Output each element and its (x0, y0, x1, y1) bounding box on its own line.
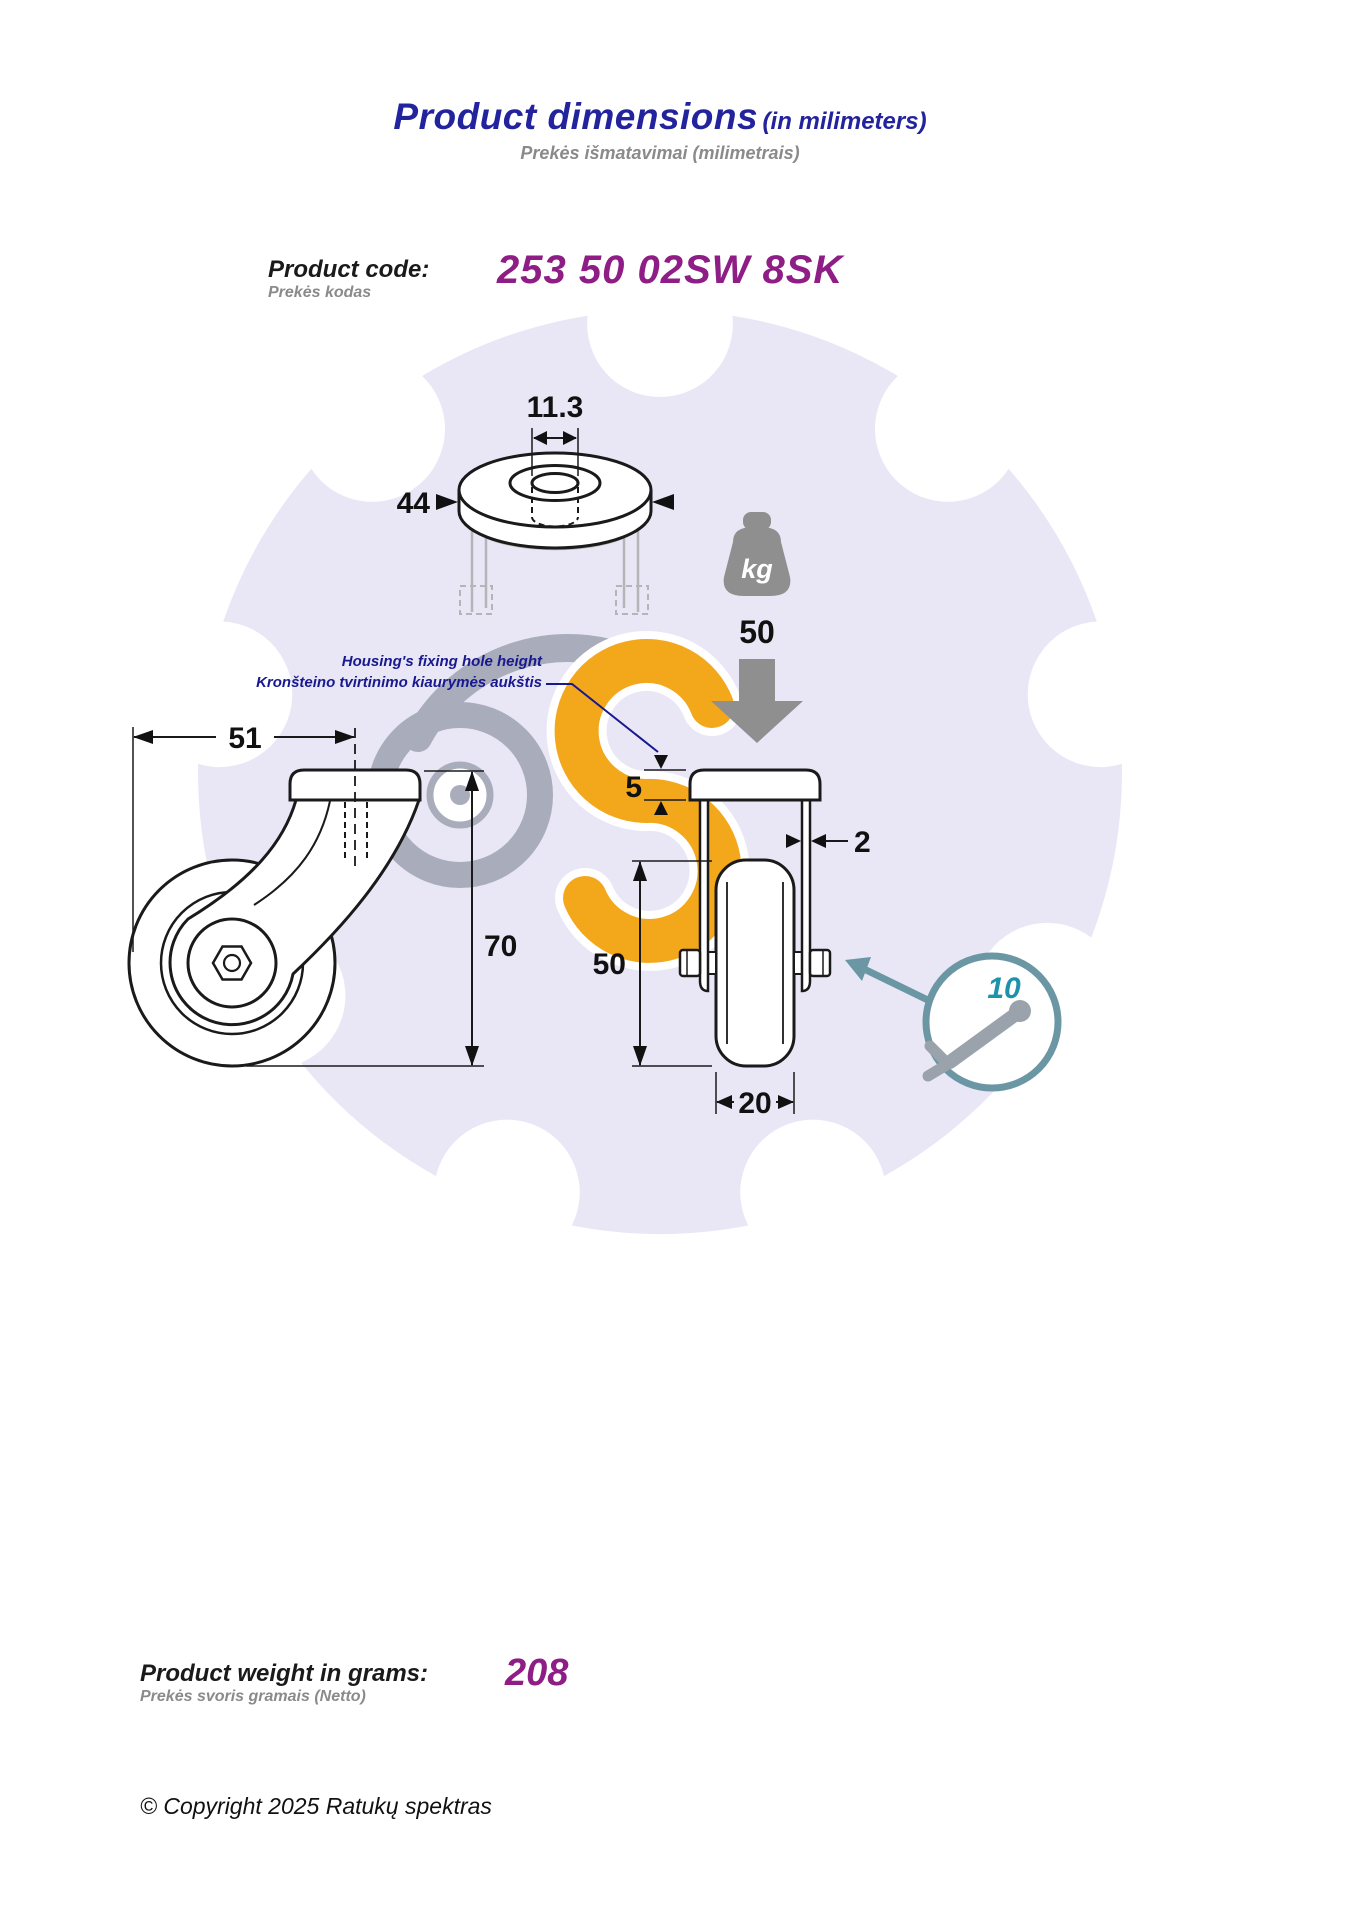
axle-center (222, 953, 242, 973)
bracket-leg-right (800, 798, 812, 993)
dim-label-hole-diameter: 11.3 (527, 391, 584, 424)
annotation-line-lt: Kronšteino tvirtinimo kiaurymės aukštis (256, 674, 542, 691)
axle-hole-hidden (615, 585, 649, 615)
dim-label-fixing-hole-height: 5 (625, 771, 642, 804)
fixing-hole-annotation: Housing's fixing hole height Kronšteino … (256, 651, 542, 693)
arrowhead (654, 801, 668, 815)
side-view-drawing (127, 728, 422, 1068)
weight-knob (743, 512, 771, 530)
axle-bolt-right (808, 948, 832, 978)
brand-logo-watermark (367, 631, 750, 971)
product-weight-label-en: Product weight in grams: (140, 1660, 429, 1687)
axle-bolt-left (678, 948, 702, 978)
title-line: Product dimensions (in milimeters) (0, 96, 1320, 138)
dim-label-total-height: 70 (484, 930, 517, 963)
load-capacity-value: 50 (739, 614, 775, 650)
annotation-leader-line (546, 683, 659, 753)
wrench-size-indicator: 10 (845, 952, 1062, 1092)
wrench-head (1009, 1000, 1031, 1022)
dim-fixing-hole-height: 5 (625, 755, 686, 815)
dim-bracket-thickness: 2 (786, 826, 871, 859)
wrench-pointer-arrowhead (845, 957, 871, 981)
product-code-label-lt: Prekės kodas (268, 283, 372, 301)
arrowhead (133, 730, 153, 744)
dim-label-wheel-width: 20 (738, 1087, 771, 1120)
weight-body (723, 527, 791, 596)
product-code-label: Product code: Prekės kodas (268, 256, 429, 302)
arrowhead (533, 431, 547, 445)
axle-hex-nut (211, 945, 253, 981)
page-title: Product dimensions (393, 96, 759, 137)
arrowhead (633, 861, 647, 881)
top-plate-front (688, 768, 822, 802)
product-code-value: 253 50 02SW 8SK (497, 248, 844, 292)
annotation-line-en: Housing's fixing hole height (341, 653, 542, 670)
dim-plate-diameter: 44 (397, 487, 674, 520)
dim-label-bracket-thickness: 2 (854, 826, 871, 859)
arrowhead (436, 494, 458, 510)
page-header: Product dimensions (in milimeters) Prekė… (0, 96, 1320, 164)
dim-wheel-width: 20 (715, 1072, 795, 1120)
dim-total-height: 70 (246, 770, 517, 1067)
load-down-arrow (711, 659, 803, 743)
dim-wheel-diameter: 50 (593, 860, 712, 1067)
wrench-shaft (943, 1007, 1023, 1069)
arrowhead (716, 1095, 732, 1109)
logo-s-stroke (554, 639, 742, 963)
axle-hole-hidden (459, 585, 493, 615)
dim-label-swivel-offset: 51 (228, 722, 261, 755)
hole-hidden-bottom (531, 516, 579, 528)
dim-swivel-offset: 51 (132, 722, 355, 952)
arrowhead (778, 1095, 794, 1109)
dim-label-plate-diameter: 44 (397, 487, 431, 520)
load-capacity-indicator: kg 50 (711, 512, 803, 743)
product-code-label-en: Product code: (268, 256, 430, 283)
fork-inner-edge (253, 800, 331, 906)
bracket-leg-left (698, 798, 710, 993)
product-weight-label-lt: Prekės svoris gramais (Netto) (140, 1687, 366, 1705)
arrowhead (652, 494, 674, 510)
front-view-drawing (678, 768, 832, 1068)
copyright-notice: © Copyright 2025 Ratukų spektras (140, 1793, 492, 1819)
logo-hub-dot (450, 785, 470, 805)
arrowhead (633, 1046, 647, 1066)
product-weight-label: Product weight in grams: Prekės svoris g… (140, 1660, 428, 1706)
kg-unit-label: kg (741, 554, 773, 584)
arrowhead (335, 730, 355, 744)
wrench-jaw-prong (922, 1058, 954, 1082)
arrowhead (465, 1046, 479, 1066)
dim-hole-diameter: 11.3 (527, 391, 584, 476)
arrowhead (465, 771, 479, 791)
wrench-size-value: 10 (987, 972, 1021, 1005)
center-hole (530, 472, 580, 494)
page-title-suffix: (in milimeters) (762, 108, 927, 135)
arrowhead (563, 431, 577, 445)
page-subtitle: Prekės išmatavimai (milimetrais) (520, 143, 800, 163)
arrowhead (786, 834, 801, 848)
arrowhead (811, 834, 826, 848)
dim-label-wheel-diameter: 50 (593, 948, 626, 981)
arrowhead (654, 755, 668, 769)
product-weight-value: 208 (505, 1652, 569, 1694)
